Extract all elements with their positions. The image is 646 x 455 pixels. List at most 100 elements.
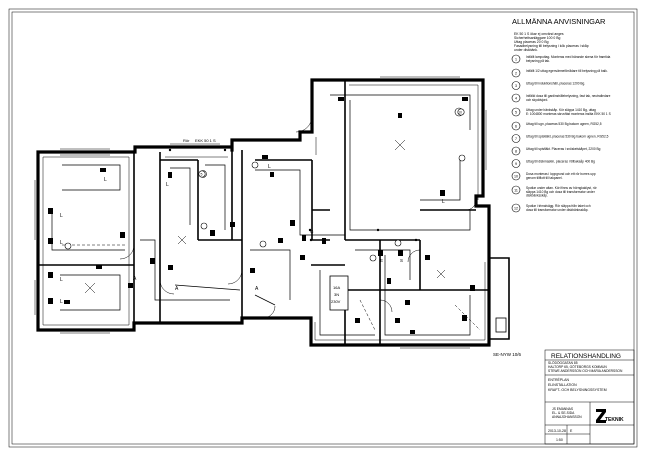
door-swing <box>465 199 477 211</box>
notes-intro: EK 50 1 S ökar ej omvänd angesSicherheit… <box>514 32 589 52</box>
note-item: 2 Inifällt 1/2 uttag egenvärmeförrådare t… <box>511 68 608 78</box>
notes-heading: ALLMÄNNA ANVISNINGAR <box>512 17 606 26</box>
doors <box>119 115 477 319</box>
note-number-circle <box>511 203 521 213</box>
cross-marks <box>84 139 446 294</box>
annex-wall <box>489 257 510 340</box>
panel-label-b: 3N <box>334 292 339 297</box>
panel-label-c: 230V <box>331 299 341 304</box>
drawing-inner-frame <box>11 11 635 445</box>
plan-reference-circles: 5 10 <box>198 108 465 178</box>
note-text: Uttag till induktionshäll, placeras 1200… <box>526 82 585 86</box>
note-number: 4 <box>515 96 517 100</box>
door-swing <box>407 249 421 263</box>
note-number: 8 <box>515 149 517 153</box>
plan-letter-s: S <box>400 258 403 263</box>
note-item: 7 Uttag till spiskläkt, placeras 530 Bg b… <box>511 134 609 143</box>
note-text: Spotlar i trimalvägg. Rör släppa från ta… <box>526 204 591 208</box>
door-swing <box>227 269 243 285</box>
note-number-circle <box>511 146 521 156</box>
wall-facing <box>42 84 486 341</box>
plan-letter-l: L <box>166 182 169 188</box>
junction-dots <box>168 148 418 242</box>
plan-letter-a: A <box>175 286 179 292</box>
drawing-frame <box>8 8 638 448</box>
heating-tag: SE-NYW 10/6 <box>493 352 522 357</box>
drawing-date: 2013-10-28 <box>548 429 566 433</box>
note-number-circle <box>511 121 521 131</box>
note-text: Inifällt 1/2 uttag egenvärmeförrådare ti… <box>526 69 608 73</box>
drawing-line: ELINSTALLATION <box>548 383 577 387</box>
company-name: TEKNIK <box>605 417 624 423</box>
note-number-circle <box>511 54 521 64</box>
panel-box <box>329 275 349 311</box>
note-text: Uttag till diskmaskin, placeras i tillba… <box>526 160 595 164</box>
note-number: 2 <box>515 71 517 75</box>
note-item: 1 Inifällt lamputtag. Monteras med bärand… <box>511 54 611 64</box>
plan-letter-l: L <box>60 240 63 246</box>
note-text: genom tillflott till takpanel. <box>526 176 563 180</box>
outlet-symbols <box>48 97 475 334</box>
note-text: diskbänksskåp. <box>526 194 548 198</box>
notes-intro-line: under diskbänk. <box>514 48 538 52</box>
plan-ref-num: 10 <box>458 111 462 115</box>
drawing-line: ENTRÉPLAN <box>548 377 569 382</box>
plan-letter-l: L <box>60 277 63 283</box>
note-number-circle <box>511 68 521 78</box>
note-number: 1 <box>515 57 517 61</box>
note-item: 9 Uttag till diskmaskin, placeras i tillb… <box>511 159 595 168</box>
designer-line: JS EMANNAS <box>552 407 574 411</box>
windows <box>34 76 487 349</box>
drawing-line: KRAFT- OCH BELYSNINGSSYSTEM <box>548 388 607 392</box>
plan-letter-g: G <box>310 229 314 234</box>
project-line: SLÖDÖGGATAN 85 <box>548 361 578 365</box>
note-item: 5 Uttag under bänkskåp. Kör släppa 1410 B… <box>511 107 611 117</box>
note-number: 10 <box>514 174 518 178</box>
note-number-circle <box>511 171 521 181</box>
panel-label-a: 16A <box>333 285 340 290</box>
notes-intro-line: Uttag placeras 20 0 Bg <box>514 40 549 44</box>
project-line: HALTORP 65, GÖTEBORGS KOMMUN <box>548 365 607 369</box>
note-number: 5 <box>515 110 517 114</box>
plan-letter-l: L <box>60 299 63 305</box>
note-number: 3 <box>515 84 517 88</box>
note-number: 11 <box>514 188 518 192</box>
meter-tag: EKK 50 1 S <box>195 138 216 143</box>
note-number: 7 <box>515 137 517 141</box>
plan-letter-l: L <box>268 164 271 170</box>
note-number: 9 <box>515 162 517 166</box>
note-text: släppa 1410 Bg och dosa till transformat… <box>526 190 596 194</box>
door-swing <box>159 279 175 295</box>
drawing-scale: 1:50 <box>556 438 563 442</box>
door-swing <box>295 115 313 133</box>
note-number: 6 <box>515 124 517 128</box>
note-text: Uttag under bänkskåp. Kör släppa 1410 Bg… <box>526 108 596 112</box>
plan-letter-l: L <box>104 177 107 183</box>
distribution-panel: 16A 3N 230V <box>329 275 507 333</box>
notes-intro-line: Fasadbelysning till belysning i kök plac… <box>514 44 589 48</box>
notes-intro-line: EK 50 1 S ökar ej omvänd anges <box>514 32 564 36</box>
note-text: Uttag till spiskläkt, placeras 530 Bg ba… <box>526 135 609 139</box>
title-block: RELATIONSHANDLING SLÖDÖGGATAN 85 HALTORP… <box>544 349 635 445</box>
note-number-circle <box>511 185 521 195</box>
note-number-circle <box>511 159 521 168</box>
plan-ref-tag: Rör <box>183 138 190 143</box>
title-block-frame <box>544 349 635 445</box>
note-number-circle <box>511 134 521 143</box>
note-text: Inifällt lamputtag. Monteras med bärande… <box>526 55 611 59</box>
company-logo: TEKNIK <box>596 409 624 423</box>
lamp-symbols <box>64 107 466 262</box>
note-item: 10 Dosa monteras i loppgrund och ett rör … <box>511 171 596 181</box>
designer-line: EL- & SE-SIDA <box>552 411 575 415</box>
note-number-circle <box>511 93 521 103</box>
exterior-wall <box>36 78 491 347</box>
notes-intro-line: Sicherheitsanläggare 100 0 Bg <box>514 36 560 40</box>
note-text: Dosa monteras i loppgrund och ett rör bo… <box>526 172 596 176</box>
cable-routes <box>51 94 481 336</box>
note-number-circle <box>511 107 521 117</box>
designer-line: ANNAJOHANSSON <box>552 415 582 419</box>
sheet-code: E <box>570 429 573 433</box>
floor-plan: 16A 3N 230V <box>34 76 522 357</box>
